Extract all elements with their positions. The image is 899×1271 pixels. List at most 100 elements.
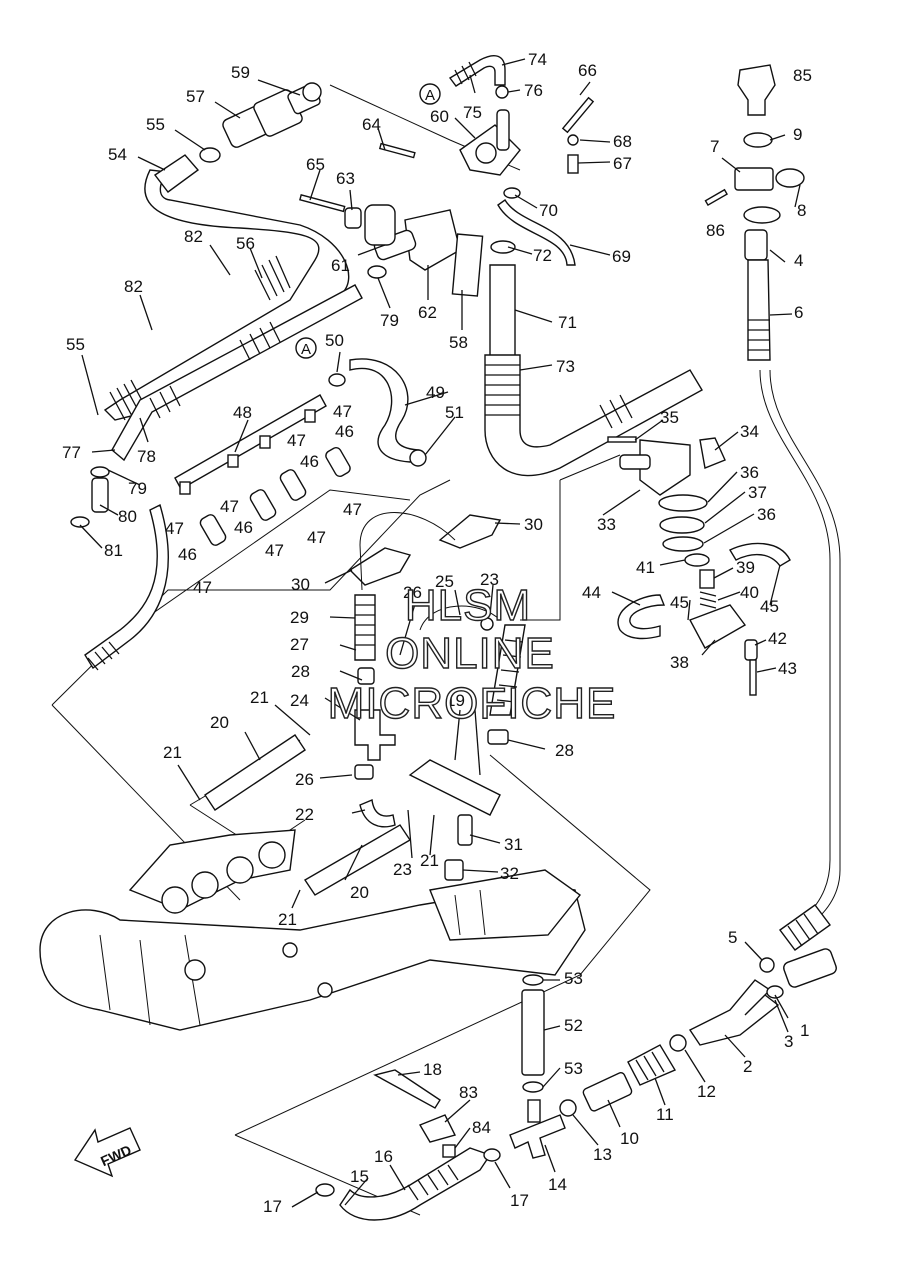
callout-64: 64 — [362, 115, 381, 134]
callout-47c: 47 — [343, 500, 362, 519]
callout-36b: 36 — [757, 505, 776, 524]
clamp-30a — [438, 514, 502, 549]
callout-81: 81 — [104, 541, 123, 560]
callout-12: 12 — [697, 1082, 716, 1101]
hose-29 — [354, 594, 376, 661]
callout-46d: 46 — [178, 545, 197, 564]
callout-47a: 47 — [333, 402, 352, 421]
reference-mark-a-top: A — [419, 83, 441, 105]
callout-31: 31 — [504, 835, 523, 854]
callout-79a: 79 — [128, 479, 147, 498]
callout-20a: 20 — [210, 713, 229, 732]
callout-71: 71 — [558, 313, 577, 332]
callout-4: 4 — [794, 251, 803, 270]
callout-48: 48 — [233, 403, 252, 422]
clamp-51 — [409, 449, 427, 467]
fitting-32 — [444, 859, 464, 881]
callout-45a: 45 — [670, 593, 689, 612]
svg-text:A: A — [301, 341, 311, 358]
callout-21c: 21 — [420, 851, 439, 870]
callout-18: 18 — [423, 1060, 442, 1079]
callout-24: 24 — [290, 691, 309, 710]
callout-9: 9 — [793, 125, 802, 144]
callout-72: 72 — [533, 246, 552, 265]
callout-30a: 30 — [524, 515, 543, 534]
clamp-55-top — [199, 147, 221, 163]
callout-21a: 21 — [250, 688, 269, 707]
callout-38: 38 — [670, 653, 689, 672]
callout-11: 11 — [656, 1105, 674, 1124]
clamp-50 — [328, 373, 346, 387]
callout-52: 52 — [564, 1016, 583, 1035]
callout-77: 77 — [62, 443, 81, 462]
callout-82b: 82 — [184, 227, 203, 246]
tee-14 — [509, 1114, 566, 1159]
screw-84 — [442, 1144, 456, 1158]
bolt-43 — [749, 659, 757, 696]
callout-23b: 23 — [393, 860, 412, 879]
hose-long-right — [759, 369, 831, 921]
callout-67: 67 — [613, 154, 632, 173]
callout-16: 16 — [374, 1147, 393, 1166]
bolt-66 — [561, 96, 595, 134]
callout-54: 54 — [108, 145, 127, 164]
callout-41: 41 — [636, 558, 655, 577]
bolt-65 — [299, 194, 346, 213]
hose-54 — [153, 154, 200, 193]
callout-46a: 46 — [335, 422, 354, 441]
callout-28a: 28 — [291, 662, 310, 681]
callout-43: 43 — [778, 659, 797, 678]
callout-26b: 26 — [295, 770, 314, 789]
clamp-79-top — [367, 265, 387, 279]
callout-10: 10 — [620, 1129, 639, 1148]
callout-3: 3 — [784, 1032, 793, 1051]
callout-47d: 47 — [220, 497, 239, 516]
hose-right-end — [779, 904, 831, 951]
fitting-67 — [567, 154, 579, 174]
hose-71 — [489, 264, 516, 361]
callout-7: 7 — [710, 137, 719, 156]
callout-76: 76 — [524, 81, 543, 100]
clamp-53a — [522, 974, 544, 986]
hose-78 — [111, 284, 363, 462]
callout-44: 44 — [582, 583, 601, 602]
callout-27: 27 — [290, 635, 309, 654]
exhaust-assembly — [39, 829, 586, 1031]
housing-38 — [689, 604, 747, 649]
callout-19: 19 — [446, 691, 465, 710]
clamp-76 — [495, 85, 509, 99]
callout-13: 13 — [593, 1145, 612, 1164]
manifold — [408, 759, 501, 816]
callout-75: 75 — [463, 103, 482, 122]
callout-47e: 47 — [165, 519, 184, 538]
fitting-60 — [459, 109, 521, 176]
reference-mark-a-mid: A — [295, 337, 317, 359]
hose-75 — [448, 54, 506, 87]
hose-22 — [359, 799, 396, 828]
callout-69: 69 — [612, 247, 631, 266]
callout-60: 60 — [430, 107, 449, 126]
hoses-46 — [199, 447, 351, 546]
callout-82a: 82 — [124, 277, 143, 296]
hose-45 — [729, 542, 791, 567]
callout-37: 37 — [748, 483, 767, 502]
fitting-24 — [354, 709, 396, 761]
hose-44 — [617, 594, 666, 640]
callout-47b: 47 — [287, 431, 306, 450]
callout-58: 58 — [449, 333, 468, 352]
callout-62: 62 — [418, 303, 437, 322]
tie-18 — [373, 1069, 441, 1109]
callout-70: 70 — [539, 201, 558, 220]
callout-36a: 36 — [740, 463, 759, 482]
group-outline — [51, 84, 651, 1216]
callout-5: 5 — [728, 928, 737, 947]
svg-text:ONLINE: ONLINE — [385, 629, 555, 678]
callout-32: 32 — [500, 864, 519, 883]
callout-55b: 55 — [66, 335, 85, 354]
callout-47f: 47 — [307, 528, 326, 547]
clamp-53b — [522, 1081, 544, 1093]
sleeve-42 — [744, 639, 758, 661]
hose-26 — [354, 764, 374, 780]
hose-6 — [747, 259, 771, 361]
clamp-13 — [559, 1099, 577, 1117]
